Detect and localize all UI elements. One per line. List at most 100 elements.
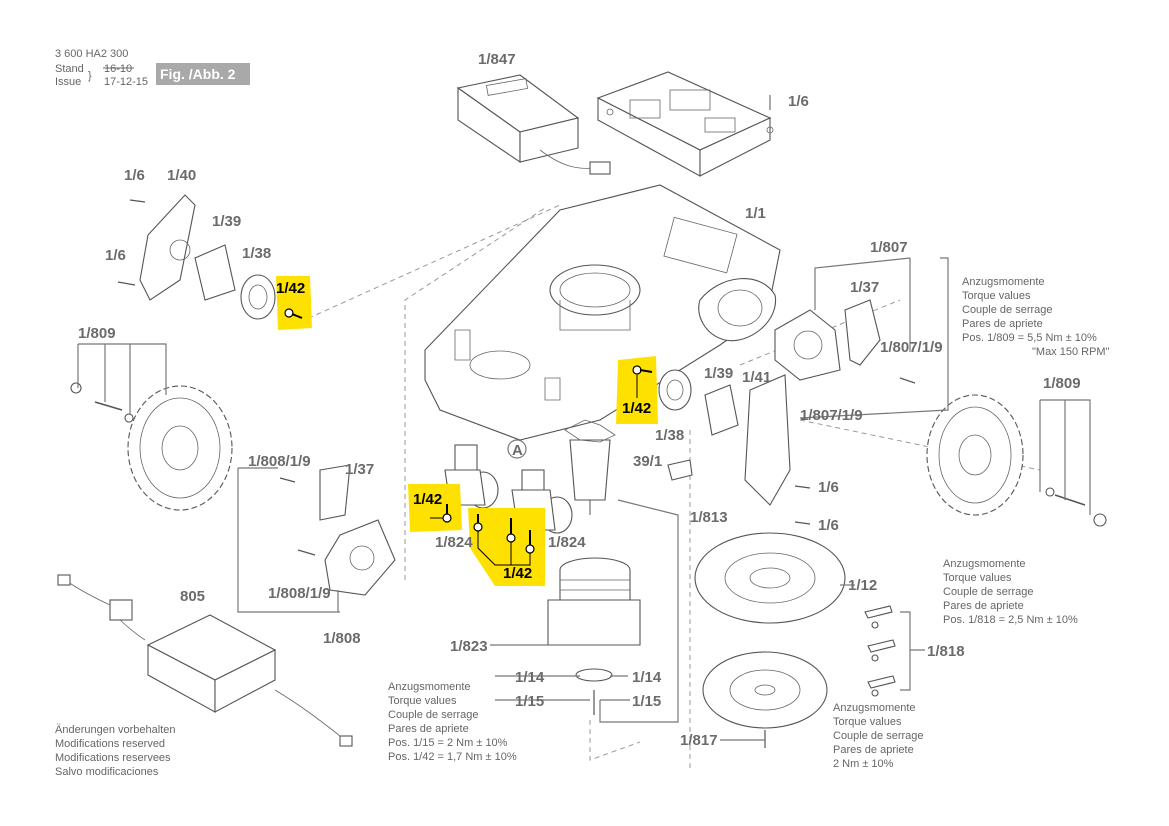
highlight-group-2: 1/42 [616, 356, 658, 424]
label-1-15-a: 1/15 [515, 693, 544, 710]
label-1-807: 1/807 [870, 239, 908, 256]
screw-icon [506, 533, 516, 543]
label-1-6-d: 1/6 [818, 517, 839, 534]
screw-icon [473, 522, 483, 532]
note-line: "Max 150 RPM" [1032, 346, 1110, 358]
left-wheel-part [70, 382, 233, 511]
note-line: Salvo modificaciones [55, 766, 159, 778]
detail-a-marker [507, 439, 527, 459]
highlight-label-2: 1/42 [622, 400, 651, 417]
label-1-6-a: 1/6 [124, 167, 145, 184]
old-date: 16-10 [104, 63, 132, 75]
label-1-39-mid: 1/39 [704, 365, 733, 382]
torque-note-right-mid: Anzugsmomente Torque values Couple de se… [943, 558, 1078, 626]
screw-icon [525, 544, 535, 554]
label-1-808-9-b: 1/808/1/9 [268, 585, 331, 602]
label-1-14-b: 1/14 [632, 669, 662, 686]
chassis-housing-part [424, 184, 781, 441]
note-line: Couple de serrage [962, 304, 1053, 316]
label-1-12: 1/12 [848, 577, 877, 594]
brace-glyph: } [88, 70, 92, 82]
highlight-label-1: 1/42 [276, 280, 305, 297]
label-1-824-a: 1/824 [435, 534, 473, 551]
label-1-809-right: 1/809 [1043, 375, 1081, 392]
screw-icon [442, 513, 452, 523]
torque-note-right-top: Anzugsmomente Torque values Couple de se… [962, 276, 1110, 358]
blade-knives-part [864, 605, 896, 697]
note-line: Modifications reserved [55, 738, 165, 750]
figure-tag [156, 63, 250, 85]
label-1-809-left: 1/809 [78, 325, 116, 342]
blade-disc-part [694, 532, 846, 748]
right-gearbox-part [774, 299, 916, 384]
screw-icon [284, 308, 294, 318]
label-1-813: 1/813 [690, 509, 728, 526]
label-1-6-top: 1/6 [788, 93, 809, 110]
control-board-part [596, 71, 774, 177]
note-line: Torque values [962, 290, 1031, 302]
label-805: 805 [180, 588, 205, 605]
label-1-818: 1/818 [927, 643, 965, 660]
highlight-group-1: 1/42 [276, 276, 312, 330]
label-1-807-9-b: 1/807/1/9 [800, 407, 863, 424]
note-line: Pos. 1/818 = 2,5 Nm ± 10% [943, 614, 1078, 626]
label-1-40: 1/40 [167, 167, 196, 184]
note-line: Anzugsmomente [388, 681, 471, 693]
part-labels: 1/847 1/6 1/6 1/40 1/39 1/6 1/38 1/1 1/8… [78, 51, 1081, 749]
label-1-807-9-a: 1/807/1/9 [880, 339, 943, 356]
torque-note-center-bottom: Anzugsmomente Torque values Couple de se… [388, 681, 517, 763]
note-line: Pos. 1/809 = 5,5 Nm ± 10% [962, 332, 1097, 344]
highlight-group-4: 1/42 [468, 508, 545, 586]
document-header: 3 600 HA2 300 Stand Issue } 16-10 17-12-… [55, 48, 250, 88]
right-wheel-part [926, 394, 1107, 527]
battery-pack-part [456, 74, 611, 175]
left-drive-assembly [117, 194, 276, 320]
issue-label: Issue [55, 76, 81, 88]
note-line: Modifications reservees [55, 752, 171, 764]
note-line: Pares de apriete [388, 723, 469, 735]
note-line: Torque values [833, 716, 902, 728]
doc-number: 3 600 HA2 300 [55, 48, 128, 60]
new-date: 17-12-15 [104, 76, 148, 88]
label-1-38-left: 1/38 [242, 245, 271, 262]
highlight-label-3: 1/42 [413, 491, 442, 508]
label-1-38-mid: 1/38 [655, 427, 684, 444]
left-gearbox-part [279, 464, 396, 596]
note-line: Pares de apriete [962, 318, 1043, 330]
note-line: Anzugsmomente [943, 558, 1026, 570]
note-line: 2 Nm ± 10% [833, 758, 894, 770]
label-1-847: 1/847 [478, 51, 516, 68]
label-1-37-right: 1/37 [850, 279, 879, 296]
blade-motor-part [564, 419, 616, 515]
label-1-823: 1/823 [450, 638, 488, 655]
highlight-group-3: 1/42 [408, 484, 462, 532]
note-line: Anzugsmomente [833, 702, 916, 714]
label-39-1: 39/1 [633, 453, 662, 470]
modifications-note: Änderungen vorbehalten Modifications res… [55, 724, 175, 778]
label-1-817: 1/817 [680, 732, 718, 749]
note-line: Couple de serrage [943, 586, 1034, 598]
label-1-808-9-a: 1/808/1/9 [248, 453, 311, 470]
note-line: Couple de serrage [833, 730, 924, 742]
highlight-label-4: 1/42 [503, 565, 532, 582]
right-motor-plate-part [658, 369, 811, 525]
note-line: Pares de apriete [943, 600, 1024, 612]
figure-label: Fig. /Abb. 2 [160, 66, 236, 82]
note-line: Pos. 1/15 = 2 Nm ± 10% [388, 737, 508, 749]
power-supply-part [57, 574, 353, 747]
note-line: Torque values [943, 572, 1012, 584]
note-line: Anzugsmomente [962, 276, 1045, 288]
note-line: Couple de serrage [388, 709, 479, 721]
stand-label: Stand [55, 63, 84, 75]
blade-motor-housing-part [547, 557, 641, 715]
label-1-6-c: 1/6 [818, 479, 839, 496]
assembly-guide-lines [299, 204, 1041, 770]
label-1-808: 1/808 [323, 630, 361, 647]
label-1-6-b: 1/6 [105, 247, 126, 264]
label-1-14-a: 1/14 [515, 669, 545, 686]
label-1-1: 1/1 [745, 205, 766, 222]
torque-note-right-bottom: Anzugsmomente Torque values Couple de se… [833, 702, 924, 770]
label-1-15-b: 1/15 [632, 693, 661, 710]
label-1-37-left: 1/37 [345, 461, 374, 478]
